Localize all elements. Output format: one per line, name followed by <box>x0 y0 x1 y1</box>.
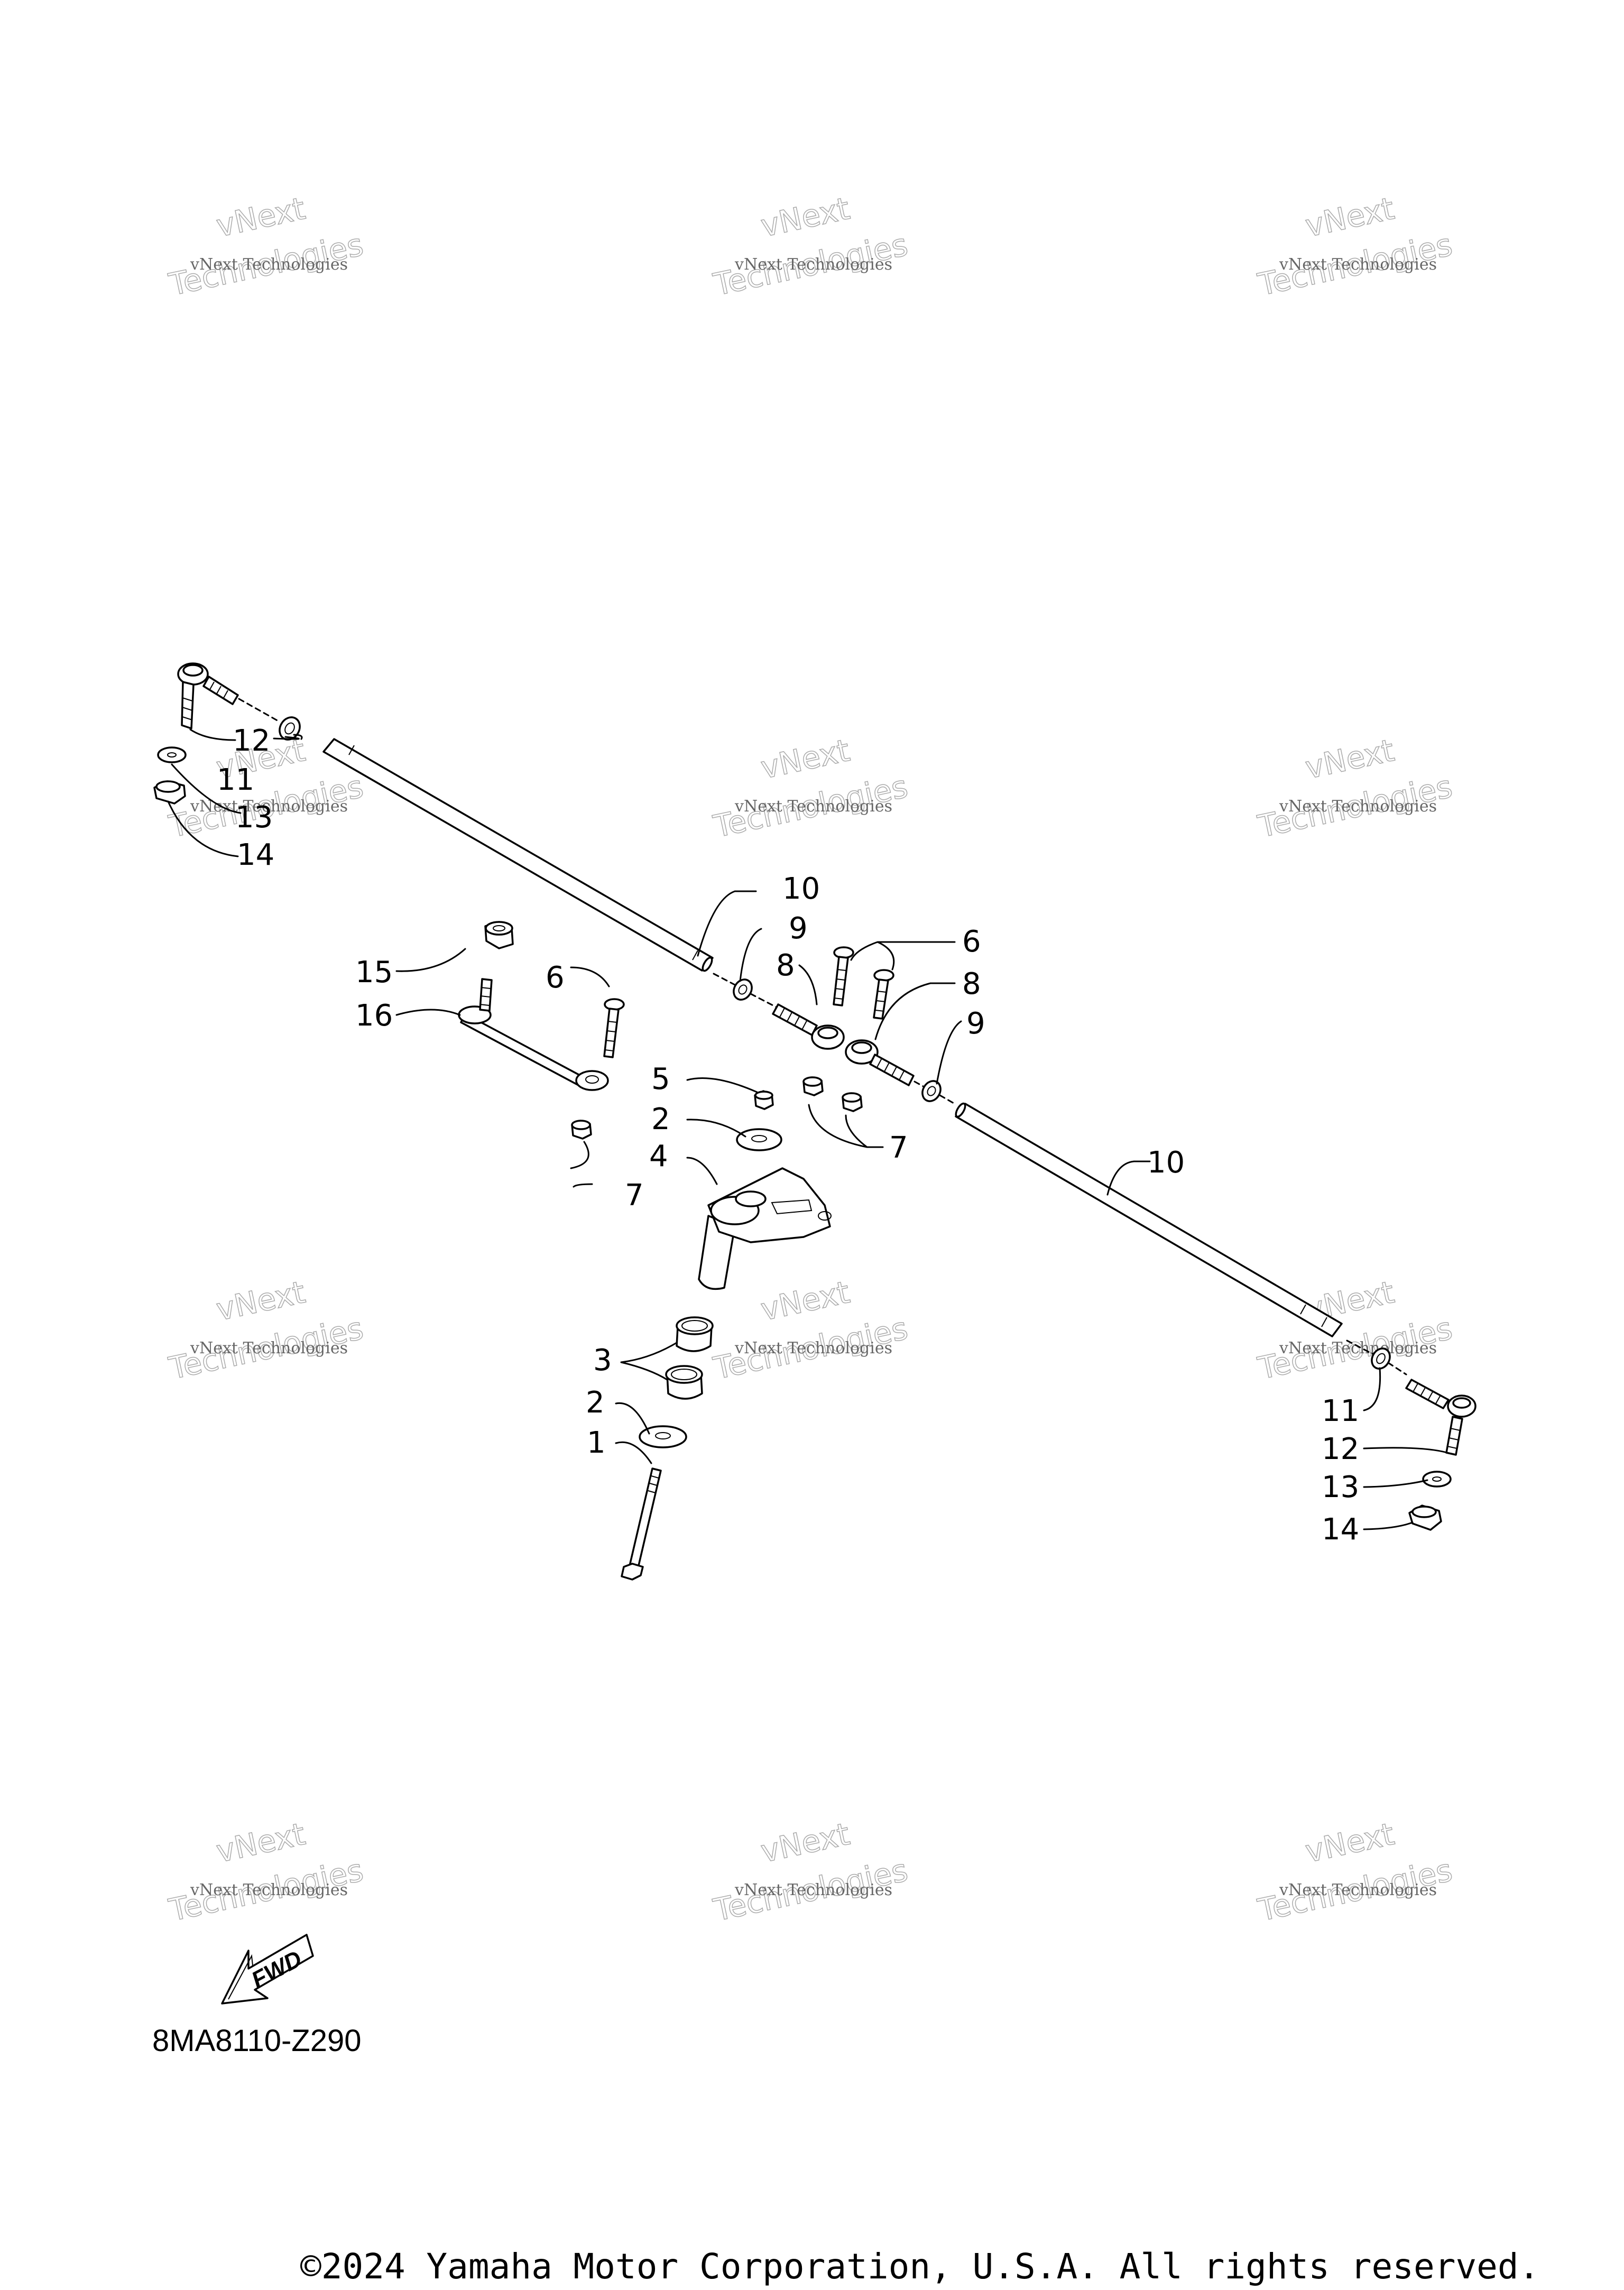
watermark: Technologies vNext vNext Technologies <box>710 190 911 303</box>
svg-text:vNext: vNext <box>758 190 853 244</box>
washer-9-right <box>921 1080 942 1102</box>
svg-text:vNext Technologies: vNext Technologies <box>190 797 348 816</box>
callout-15: 15 <box>355 955 393 990</box>
svg-text:vNext Technologies: vNext Technologies <box>190 1881 348 1899</box>
tie-rod-right <box>955 1102 1343 1337</box>
nut-5 <box>754 1090 774 1110</box>
callout-6: 6 <box>962 925 981 959</box>
nut-7-center-right <box>842 1092 863 1112</box>
callout-10: 10 <box>1147 1146 1185 1180</box>
svg-text:vNext Technologies: vNext Technologies <box>1279 1339 1437 1358</box>
watermark: Technologies vNext vNext Technologies <box>710 1273 911 1387</box>
pivot-arm-4 <box>698 1167 832 1290</box>
washer-2-upper <box>736 1128 782 1151</box>
svg-text:vNext: vNext <box>1302 732 1397 786</box>
svg-text:vNext: vNext <box>758 1274 853 1328</box>
callout-9: 9 <box>966 1007 985 1041</box>
callout-1: 1 <box>587 1426 606 1460</box>
bushing-3-upper <box>676 1316 714 1352</box>
tie-rod-end-upper-left <box>177 662 239 730</box>
callout-7: 7 <box>889 1131 908 1165</box>
svg-text:vNext: vNext <box>213 1274 308 1328</box>
nut-lower-right <box>1408 1504 1442 1531</box>
washer-9-left <box>733 978 753 1001</box>
bolt-6-left <box>603 998 625 1058</box>
callout-3: 3 <box>593 1343 612 1378</box>
watermarks: Technologies vNext vNext Technologies Te… <box>165 190 1456 1928</box>
callout-2: 2 <box>651 1102 670 1137</box>
svg-text:vNext Technologies: vNext Technologies <box>734 1339 892 1358</box>
svg-text:vNext Technologies: vNext Technologies <box>190 255 348 274</box>
svg-text:vNext: vNext <box>1302 190 1397 244</box>
callout-2: 2 <box>586 1386 605 1420</box>
svg-text:vNext: vNext <box>213 190 308 244</box>
copyright-text: ©2024 Yamaha Motor Corporation, U.S.A. A… <box>300 2246 1539 2287</box>
tie-rod-end-8-left <box>772 1003 845 1050</box>
diagram-code: 8MA8110-Z290 <box>152 2024 362 2058</box>
relay-rod-16 <box>458 1005 609 1091</box>
callout-10: 10 <box>782 872 820 906</box>
nut-7-center-left <box>802 1076 824 1096</box>
washer-2-lower <box>639 1425 687 1448</box>
watermark: Technologies vNext vNext Technologies <box>710 732 911 845</box>
callout-4: 4 <box>649 1139 668 1174</box>
bushing-3-lower <box>665 1365 703 1400</box>
watermark: Technologies vNext vNext Technologies <box>165 190 367 303</box>
callout-14: 14 <box>1322 1512 1359 1547</box>
callout-14: 14 <box>237 838 274 872</box>
watermark: Technologies vNext vNext Technologies <box>1254 1273 1456 1387</box>
bolt-6-center-left <box>833 946 854 1007</box>
svg-text:vNext: vNext <box>758 732 853 786</box>
svg-text:vNext Technologies: vNext Technologies <box>1279 797 1437 816</box>
watermark: Technologies vNext vNext Technologies <box>1254 732 1456 845</box>
watermark: Technologies vNext vNext Technologies <box>710 1815 911 1928</box>
fwd-arrow-icon: FWD <box>221 1934 314 2005</box>
svg-text:vNext: vNext <box>213 1816 308 1870</box>
svg-text:vNext Technologies: vNext Technologies <box>734 1881 892 1899</box>
svg-text:vNext: vNext <box>758 1816 853 1870</box>
callout-11: 11 <box>1322 1394 1359 1428</box>
watermark: Technologies vNext vNext Technologies <box>165 1815 367 1928</box>
callout-8: 8 <box>776 948 795 983</box>
svg-text:vNext Technologies: vNext Technologies <box>1279 1881 1437 1899</box>
callout-13: 13 <box>1322 1470 1359 1504</box>
tie-rod-end-8-right <box>845 1039 915 1086</box>
tie-rod-left <box>322 738 714 972</box>
svg-text:vNext Technologies: vNext Technologies <box>1279 255 1437 274</box>
tie-rod-end-lower-right <box>1405 1379 1477 1456</box>
watermark: Technologies vNext vNext Technologies <box>1254 1815 1456 1928</box>
callout-6: 6 <box>546 961 565 995</box>
bolt-1 <box>621 1467 662 1581</box>
watermark: Technologies vNext vNext Technologies <box>165 1273 367 1387</box>
callout-7: 7 <box>625 1178 644 1213</box>
callout-8: 8 <box>962 967 981 1001</box>
svg-text:vNext Technologies: vNext Technologies <box>734 255 892 274</box>
callout-16: 16 <box>355 999 393 1033</box>
stud-16 <box>479 978 493 1012</box>
svg-text:vNext Technologies: vNext Technologies <box>734 797 892 816</box>
nut-7-left <box>571 1120 592 1140</box>
callout-12: 12 <box>1322 1432 1359 1466</box>
leader-lines <box>167 728 1452 1530</box>
lock-nut-15 <box>484 921 514 949</box>
callout-9: 9 <box>789 911 808 946</box>
callout-13: 13 <box>235 800 273 835</box>
nut-upper-left <box>153 780 186 805</box>
callout-11: 11 <box>217 763 254 797</box>
callout-12: 12 <box>233 724 270 758</box>
bolt-6-center-right <box>873 969 894 1020</box>
svg-text:vNext Technologies: vNext Technologies <box>190 1339 348 1358</box>
callout-5: 5 <box>651 1062 670 1096</box>
washer-lower-right <box>1422 1471 1452 1488</box>
svg-text:vNext: vNext <box>1302 1816 1397 1870</box>
callouts: 10 9 8 6 8 9 7 10 15 16 6 5 2 4 7 3 2 1 … <box>217 724 1359 1547</box>
watermark: Technologies vNext vNext Technologies <box>1254 190 1456 303</box>
washer-upper-left <box>157 746 187 763</box>
